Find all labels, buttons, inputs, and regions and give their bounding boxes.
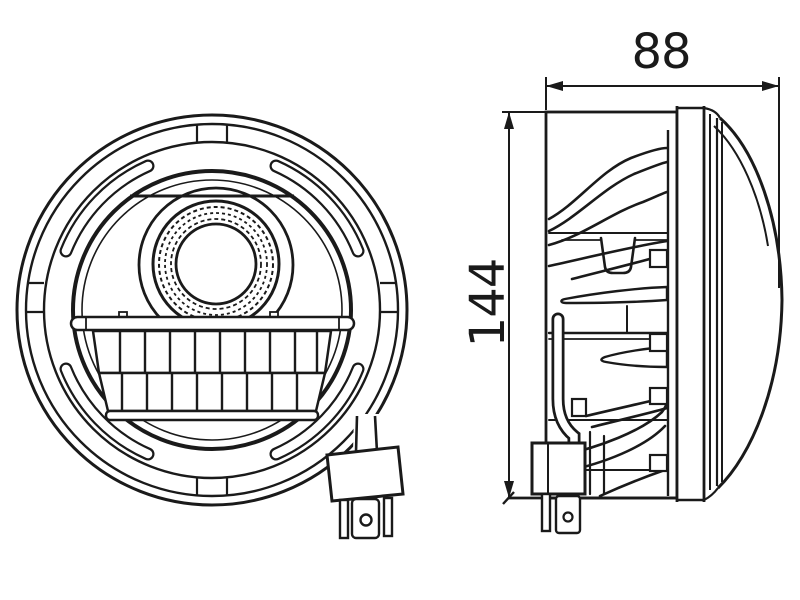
- side-view: [502, 106, 784, 535]
- dim-width-arrow-right: [762, 81, 779, 91]
- front-connector-pin-right: [382, 496, 394, 538]
- side-connector-plug: [530, 441, 587, 535]
- side-connector-pin-center: [554, 494, 582, 535]
- front-connector-pin-left: [338, 498, 350, 540]
- side-connector-pin-hole: [562, 511, 574, 523]
- lens-face-ring: [71, 169, 353, 451]
- side-wire-tube: [551, 312, 588, 451]
- dimension-width: 88: [545, 24, 780, 288]
- grille-bottom-rail: [104, 409, 320, 422]
- side-connector-pin-left: [540, 492, 552, 533]
- front-connector-pin-center: [350, 497, 381, 540]
- lens-dome: [703, 106, 784, 501]
- side-connector-body: [530, 441, 587, 496]
- led-grille: [91, 329, 333, 422]
- projector-lens: [151, 199, 281, 329]
- outer-rim-rings: [15, 113, 409, 507]
- rim-mounting-tabs: [27, 125, 397, 495]
- dim-width-arrow-left: [546, 81, 563, 91]
- heatsink-fins: [547, 146, 669, 498]
- dim-height-arrow-top: [504, 112, 514, 129]
- dimension-height: 144: [460, 111, 546, 498]
- dim-height-arrow-bottom: [504, 481, 514, 498]
- drl-light-slots: [59, 159, 365, 461]
- front-connector-body: [325, 445, 405, 503]
- middle-divider-bar: [69, 311, 356, 332]
- grille-row-2: [97, 371, 327, 413]
- dimension-width-value: 88: [631, 24, 690, 80]
- rim-bezel: [666, 106, 723, 502]
- grille-row-2-bars: [120, 374, 299, 411]
- front-connector-pin-hole: [359, 513, 373, 527]
- front-view: [15, 113, 409, 540]
- front-connector-plug: [325, 445, 405, 540]
- dimension-height-value: 144: [460, 259, 516, 348]
- grille-row-1-bars: [118, 331, 319, 373]
- dimension-annotations: 88 144: [460, 24, 780, 498]
- front-wire: [353, 414, 380, 453]
